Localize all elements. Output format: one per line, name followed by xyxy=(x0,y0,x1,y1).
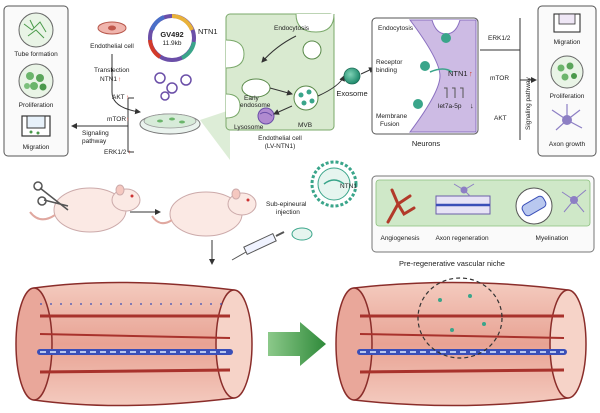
proliferation-label: Proliferation xyxy=(19,102,54,109)
endothelial-cell-label: Endothelial cell xyxy=(90,43,134,50)
injection-label-1: Sub-epineural xyxy=(266,201,307,208)
neurons-label: Neurons xyxy=(412,139,441,148)
neuron-panel xyxy=(371,17,479,135)
plasmid-gene-label: NTN1 xyxy=(198,27,218,36)
right-erk-label: ERK1/2 xyxy=(488,35,511,42)
mtor-label: mTOR xyxy=(107,116,126,123)
mirna-down-arrow: ↓ xyxy=(470,101,474,110)
angiogenesis-label: Angiogenesis xyxy=(380,235,420,242)
vesicle-caption-1: Endothelial cell xyxy=(258,135,302,142)
endothelial-cell-icon xyxy=(97,21,127,35)
axon-regeneration-icon xyxy=(435,195,491,215)
angiogenesis-icon xyxy=(386,188,416,224)
large-exosome-ntn1: NTN1 xyxy=(340,183,357,190)
erk-up-arrow: ↑ xyxy=(128,149,131,156)
zoom-wedge xyxy=(200,110,230,160)
right-proliferation-label: Proliferation xyxy=(550,93,585,100)
tube-formation-label: Tube formation xyxy=(14,51,58,58)
myelination-icon xyxy=(515,187,587,225)
neuron-ntn1-label: NTN1 xyxy=(448,69,468,78)
akt-up-arrow: ↑ xyxy=(126,94,129,101)
culture-dish-icon xyxy=(139,113,201,135)
signaling-label-2: pathway xyxy=(82,138,107,145)
mirna-label: let7a-5p xyxy=(438,103,462,110)
myelination-label: Myelination xyxy=(536,235,569,242)
migration-transwell xyxy=(21,115,51,137)
transfection-arrow xyxy=(111,54,141,115)
nerve-segment-left xyxy=(15,281,253,407)
syringe-icon xyxy=(231,231,285,261)
neuron-ntn1-up: ↑ xyxy=(469,69,473,78)
mtor-up-arrow: ↑ xyxy=(126,116,129,123)
rat-icon-1 xyxy=(29,184,141,233)
right-migration-label: Migration xyxy=(554,39,581,46)
migration-label: Migration xyxy=(23,144,50,151)
outcomes-panel xyxy=(371,175,595,253)
ntn1-exosome-large xyxy=(310,160,358,208)
injection-label-2: injection xyxy=(276,209,300,216)
membrane-label-2: Fusion xyxy=(380,121,400,128)
proliferation-dish xyxy=(18,63,54,99)
transfection-gene: NTN1 xyxy=(100,76,117,83)
receptor-label-1: Receptor xyxy=(376,59,403,66)
left-outcome-panel: Tube formation Proliferation Migration xyxy=(3,5,69,157)
rat-icon-2 xyxy=(151,188,257,237)
axon-regeneration-label: Axon regeneration xyxy=(435,235,489,242)
signaling-label-1: Signaling xyxy=(82,130,109,137)
plasmid-name: GV492 xyxy=(160,30,183,39)
plasmid-icon xyxy=(148,14,196,62)
neuron-cell-icon xyxy=(453,183,475,197)
transfection-label: Transfection xyxy=(94,67,130,74)
endothelial-vesicle-panel xyxy=(225,13,345,131)
axon-growth-label: Axon growth xyxy=(549,141,586,148)
endocytosis-label-right: Endocytosis xyxy=(378,25,414,32)
erk-label: ERK1/2 xyxy=(104,149,127,156)
mvb-label: MVB xyxy=(298,122,312,129)
lysosome-label: Lysosome xyxy=(234,124,264,131)
scissors-icon xyxy=(33,181,69,211)
right-outcome-panel xyxy=(537,5,597,157)
right-akt-label: AKT xyxy=(494,115,507,122)
transfection-up-arrow: ↑ xyxy=(118,76,121,83)
early-endosome-label-2: endosome xyxy=(240,102,271,109)
niche-highlight-circle xyxy=(417,277,503,359)
exosome-label: Exosome xyxy=(336,89,367,98)
early-endosome-label-1: Early xyxy=(244,95,260,102)
right-signaling-label: Signaling pathway xyxy=(525,76,532,130)
niche-title: Pre-regenerative vascular niche xyxy=(399,259,505,268)
vesicle-caption-2: (LV-NTN1) xyxy=(265,143,296,150)
nerve-segment-right xyxy=(335,277,587,407)
plasmid-size: 11.9kb xyxy=(162,40,181,47)
tube-formation-dish xyxy=(18,12,54,48)
akt-label: AKT xyxy=(112,94,125,101)
lentivirus-particles xyxy=(154,72,192,101)
progression-arrow xyxy=(268,322,326,366)
membrane-label-1: Membrane xyxy=(376,113,407,120)
endocytosis-label-left: Endocytosis xyxy=(274,25,310,32)
neuron-growth-icon xyxy=(551,104,583,131)
right-mtor-label: mTOR xyxy=(490,75,509,82)
exosome-icon xyxy=(343,67,361,85)
receptor-label-2: binding xyxy=(376,67,397,74)
